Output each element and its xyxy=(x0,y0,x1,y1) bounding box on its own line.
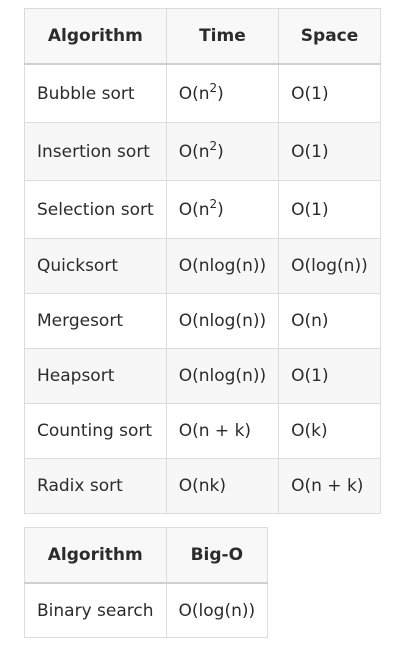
table-header-row: Algorithm Big-O xyxy=(24,527,269,584)
algorithm-cell: Quicksort xyxy=(24,238,167,294)
big-o-cell: O(log(n)) xyxy=(165,582,269,638)
time-cell: O(nk) xyxy=(165,458,280,514)
table-row: Counting sort O(n + k) O(k) xyxy=(24,403,381,459)
time-tail: ) xyxy=(217,141,224,162)
space-cell: O(1) xyxy=(278,122,381,181)
time-cell: O(n2) xyxy=(165,122,280,181)
sorting-complexity-table: Algorithm Time Space Bubble sort O(n2) O… xyxy=(24,8,381,514)
time-cell: O(nlog(n)) xyxy=(165,348,280,404)
header-space: Space xyxy=(278,8,381,65)
table-row: Bubble sort O(n2) O(1) xyxy=(24,63,381,123)
table-row: Binary search O(log(n)) xyxy=(24,582,269,638)
time-base: O(n xyxy=(178,199,210,220)
algorithm-cell: Binary search xyxy=(24,582,167,638)
table-row: Radix sort O(nk) O(n + k) xyxy=(24,458,381,514)
table-row: Selection sort O(n2) O(1) xyxy=(24,180,381,239)
time-exponent: 2 xyxy=(209,80,218,95)
header-big-o: Big-O xyxy=(165,527,269,584)
table-row: Mergesort O(nlog(n)) O(n) xyxy=(24,293,381,349)
search-complexity-table: Algorithm Big-O Binary search O(log(n)) xyxy=(24,527,269,638)
space-cell: O(1) xyxy=(278,63,381,123)
table-header-row: Algorithm Time Space xyxy=(24,8,381,65)
table-row: Quicksort O(nlog(n)) O(log(n)) xyxy=(24,238,381,294)
header-algorithm: Algorithm xyxy=(24,8,167,65)
algorithm-cell: Radix sort xyxy=(24,458,167,514)
time-cell: O(nlog(n)) xyxy=(165,293,280,349)
space-cell: O(log(n)) xyxy=(278,238,381,294)
algorithm-cell: Selection sort xyxy=(24,180,167,239)
algorithm-cell: Insertion sort xyxy=(24,122,167,181)
time-tail: ) xyxy=(217,199,224,220)
time-cell: O(nlog(n)) xyxy=(165,238,280,294)
algorithm-cell: Counting sort xyxy=(24,403,167,459)
space-cell: O(1) xyxy=(278,348,381,404)
time-cell: O(n2) xyxy=(165,180,280,239)
algorithm-cell: Heapsort xyxy=(24,348,167,404)
time-tail: ) xyxy=(217,83,224,104)
header-time: Time xyxy=(165,8,280,65)
time-exponent: 2 xyxy=(209,138,218,153)
time-cell: O(n + k) xyxy=(165,403,280,459)
time-base: O(n xyxy=(178,141,210,162)
space-cell: O(1) xyxy=(278,180,381,239)
table-row: Heapsort O(nlog(n)) O(1) xyxy=(24,348,381,404)
space-cell: O(k) xyxy=(278,403,381,459)
algorithm-cell: Mergesort xyxy=(24,293,167,349)
space-cell: O(n) xyxy=(278,293,381,349)
algorithm-cell: Bubble sort xyxy=(24,63,167,123)
time-base: O(n xyxy=(178,83,210,104)
time-exponent: 2 xyxy=(209,196,218,211)
time-cell: O(n2) xyxy=(165,63,280,123)
space-cell: O(n + k) xyxy=(278,458,381,514)
header-algorithm: Algorithm xyxy=(24,527,167,584)
table-row: Insertion sort O(n2) O(1) xyxy=(24,122,381,181)
